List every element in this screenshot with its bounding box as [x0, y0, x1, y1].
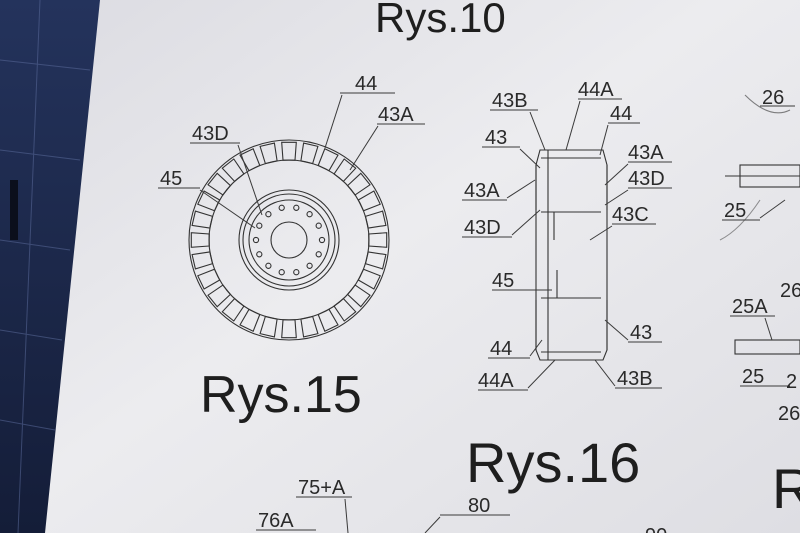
label-25a: 25A	[732, 296, 768, 318]
label-80: 80	[468, 495, 490, 517]
label-43d-left: 43D	[464, 217, 501, 239]
label-43b-top: 43B	[492, 90, 528, 112]
tread-block	[191, 210, 214, 229]
label-75a: 75+A	[298, 477, 346, 499]
paper-sheet	[45, 0, 800, 533]
title-partial-r: R	[772, 457, 800, 520]
tread-blocks	[190, 141, 388, 339]
label-2: 2	[786, 371, 797, 393]
bolt	[306, 262, 313, 269]
right-partial-drawing	[719, 94, 800, 355]
label-44a-top: 44A	[578, 79, 614, 101]
bolt	[293, 269, 300, 276]
tread-block	[317, 148, 339, 172]
bolt	[293, 204, 300, 211]
label-25-b: 25	[742, 366, 764, 388]
bolt-ring	[252, 204, 326, 276]
dark-object	[10, 180, 18, 240]
label-44: 44	[355, 73, 377, 95]
bolt	[278, 269, 285, 276]
bolt	[278, 204, 285, 211]
label-43d: 43D	[192, 123, 229, 145]
bolt	[265, 211, 272, 218]
bolt	[252, 236, 260, 244]
tread-block	[221, 158, 245, 183]
label-43b-bottom: 43B	[617, 368, 653, 390]
label-76a: 76A	[258, 510, 294, 532]
tread-block	[221, 297, 245, 322]
tread-block	[357, 268, 381, 290]
tread-block	[364, 210, 387, 229]
tread-block	[259, 142, 278, 165]
tread-block	[368, 232, 388, 248]
bolt	[315, 222, 322, 229]
tread-block	[190, 232, 210, 248]
bolt	[318, 236, 326, 244]
wheel-side-view	[535, 149, 608, 361]
label-44-top: 44	[610, 103, 632, 125]
tread-block	[259, 315, 278, 338]
tread-block	[281, 141, 297, 161]
label-43-bottom: 43	[630, 322, 652, 344]
tread-block	[364, 251, 387, 270]
label-45: 45	[160, 168, 182, 190]
tread-block	[300, 315, 319, 338]
wheel-front-view	[188, 139, 390, 341]
label-43-top: 43	[485, 127, 507, 149]
label-43a-right: 43A	[628, 142, 664, 164]
bolt	[256, 251, 263, 258]
bolt	[315, 251, 322, 258]
label-90: 90	[645, 525, 667, 533]
tread-block	[191, 251, 214, 270]
tread-block	[239, 308, 261, 332]
label-26-c: 26	[778, 403, 800, 425]
title-rys15: Rys.15	[200, 366, 362, 424]
tread-block	[207, 172, 232, 196]
label-43d-right: 43D	[628, 168, 665, 190]
label-43a: 43A	[378, 104, 414, 126]
title-rys10: Rys.10	[375, 0, 506, 41]
tread-block	[207, 284, 232, 308]
tread-block	[333, 297, 357, 322]
tread-block	[197, 190, 221, 212]
tread-block	[346, 172, 371, 196]
bolt	[306, 211, 313, 218]
mat-grid	[0, 0, 91, 533]
label-25-a: 25	[724, 200, 746, 222]
label-43c: 43C	[612, 204, 649, 226]
label-26-a: 26	[762, 87, 784, 109]
label-26-b: 26	[780, 280, 800, 302]
title-rys16: Rys.16	[466, 431, 640, 494]
tread-block	[317, 308, 339, 332]
bolt	[256, 222, 263, 229]
tread-block	[281, 319, 297, 339]
tread-block	[346, 284, 371, 308]
tread-block	[333, 158, 357, 183]
tread-block	[300, 142, 319, 165]
leader-lines	[158, 92, 795, 533]
tread-block	[357, 190, 381, 212]
label-45-side: 45	[492, 270, 514, 292]
label-43a-left: 43A	[464, 180, 500, 202]
label-44-bottom: 44	[490, 338, 512, 360]
bolt	[265, 262, 272, 269]
label-44a-bottom: 44A	[478, 370, 514, 392]
tread-block	[197, 268, 221, 290]
